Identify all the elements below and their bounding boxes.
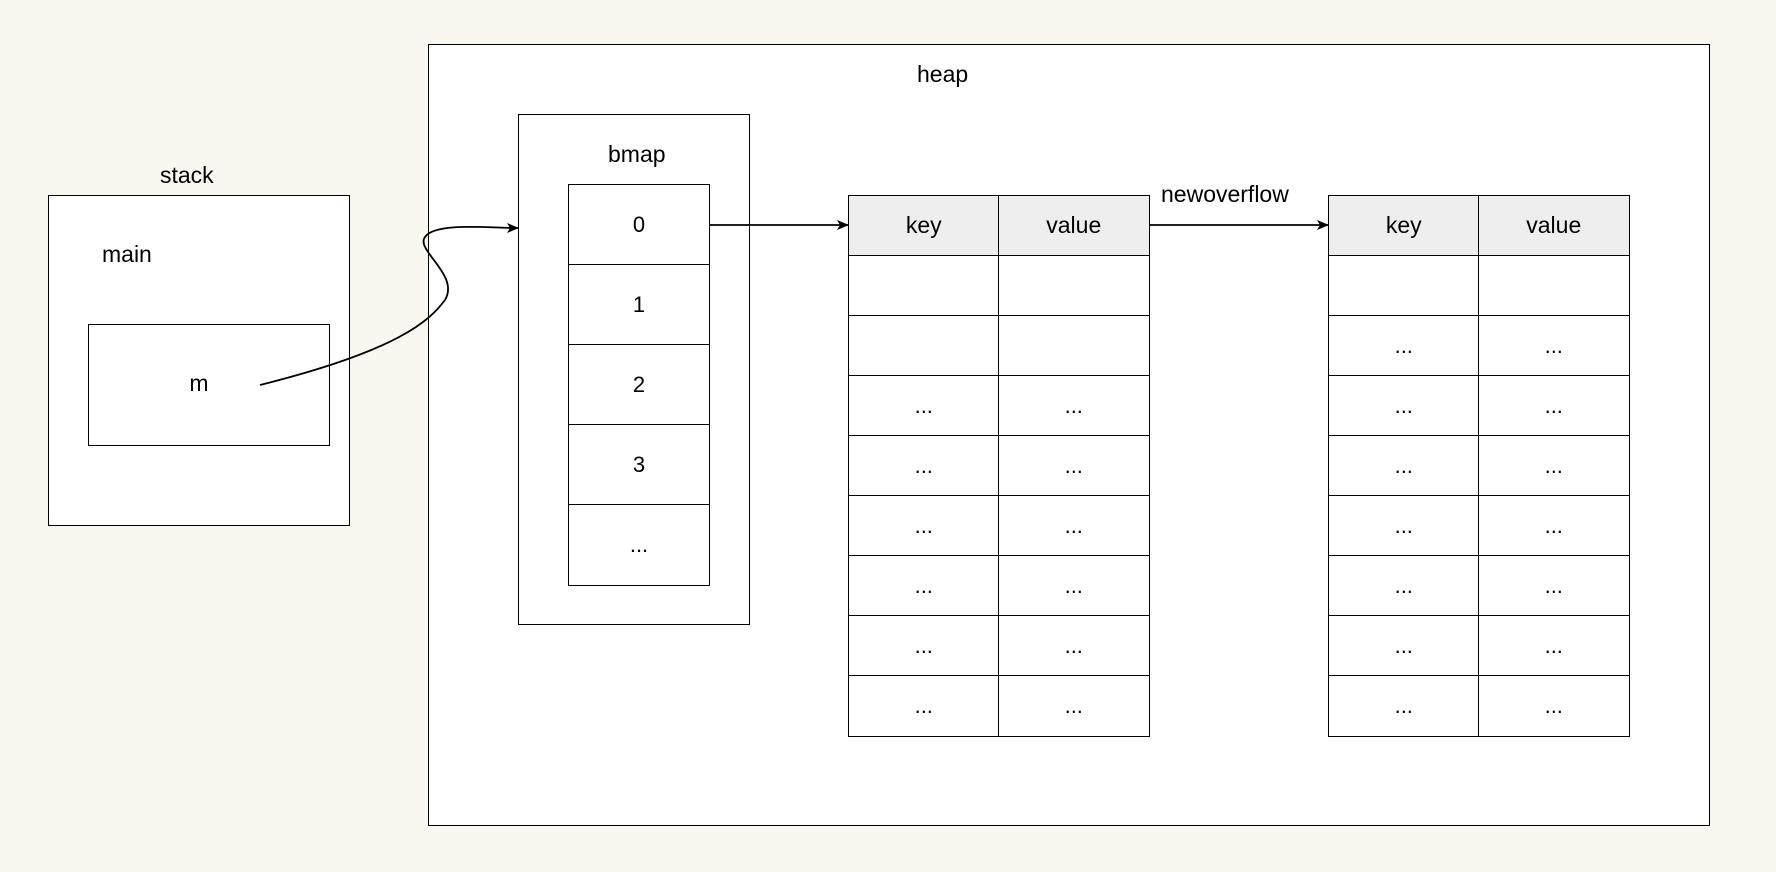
bucket2-cell-value: ... [1478,435,1630,497]
heap-label: heap [917,61,969,87]
bucket1-cell-value [998,255,1150,317]
bucket2-cell-key: ... [1328,675,1480,737]
newoverflow-label: newoverflow [1161,181,1289,207]
bucket2-cell-key: ... [1328,555,1480,617]
bmap-slot-0[interactable]: 0 [568,184,710,266]
bmap-slot-4[interactable]: ... [568,504,710,586]
bmap-label: bmap [608,141,666,167]
bucket1-cell-value: ... [998,375,1150,437]
bucket1-cell-value: ... [998,615,1150,677]
bucket1-cell-key: ... [848,615,1000,677]
bucket1-cell-value [998,315,1150,377]
bucket2-cell-key: ... [1328,315,1480,377]
bucket2-cell-key [1328,255,1480,317]
bucket1-cell-key [848,315,1000,377]
bucket1-cell-key [848,255,1000,317]
bucket2-cell-value: ... [1478,555,1630,617]
bucket1-cell-key: ... [848,495,1000,557]
bucket2-header-key: key [1328,195,1480,257]
bmap-slot-3[interactable]: 3 [568,424,710,506]
bucket2-cell-value: ... [1478,375,1630,437]
bucket1-cell-value: ... [998,495,1150,557]
bucket2-header-value: value [1478,195,1630,257]
bucket2-cell-key: ... [1328,435,1480,497]
bucket1-header-value: value [998,195,1150,257]
bucket1-cell-value: ... [998,555,1150,617]
bucket1-cell-value: ... [998,675,1150,737]
bmap-slot-1[interactable]: 1 [568,264,710,346]
bucket2-cell-value: ... [1478,315,1630,377]
bucket1-cell-key: ... [848,675,1000,737]
bmap-slot-2[interactable]: 2 [568,344,710,426]
map-variable-m[interactable]: m [88,324,330,446]
bucket2-cell-value [1478,255,1630,317]
bucket2-cell-value: ... [1478,615,1630,677]
bucket1-cell-key: ... [848,375,1000,437]
bucket2-cell-key: ... [1328,615,1480,677]
bucket2-cell-value: ... [1478,495,1630,557]
bucket1-cell-value: ... [998,435,1150,497]
bucket1-header-key: key [848,195,1000,257]
bucket2-cell-value: ... [1478,675,1630,737]
stack-label: stack [160,162,214,188]
main-frame-label: main [102,241,152,267]
bucket1-cell-key: ... [848,555,1000,617]
map-variable-label: m [189,369,209,396]
bucket2-cell-key: ... [1328,375,1480,437]
bucket1-cell-key: ... [848,435,1000,497]
bucket2-cell-key: ... [1328,495,1480,557]
